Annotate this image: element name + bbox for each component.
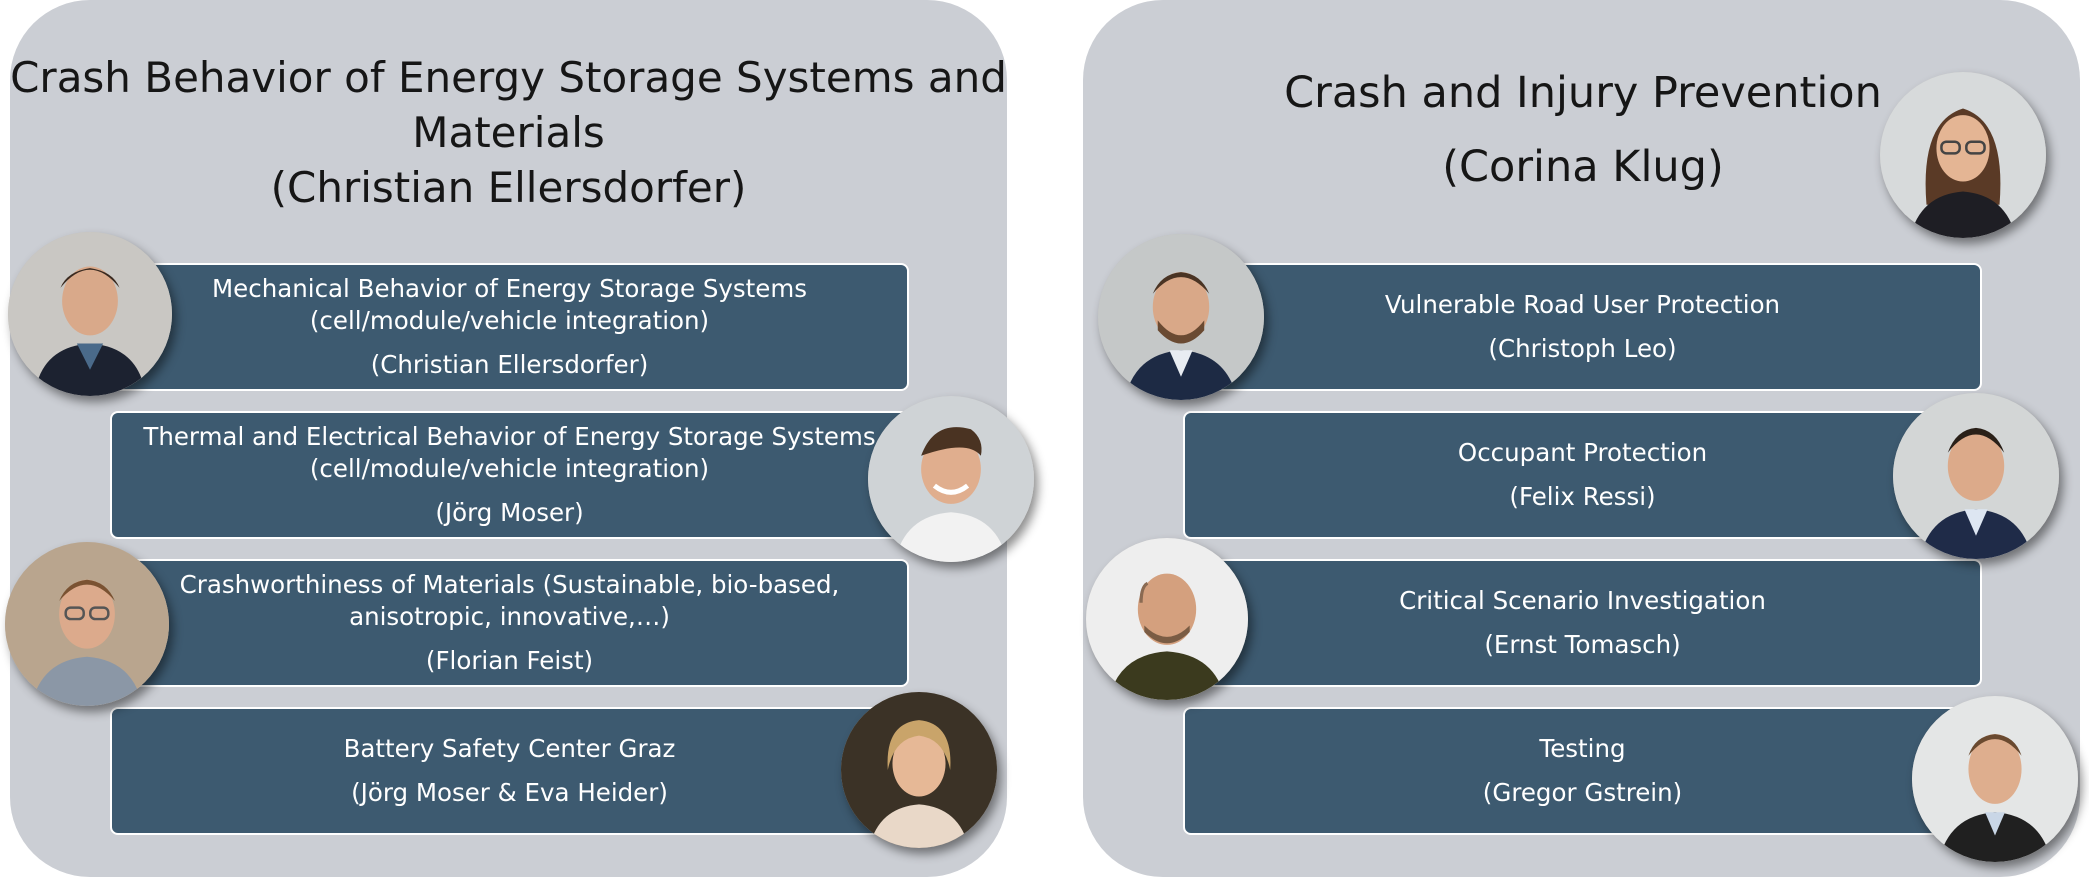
topic-person: (Florian Feist) — [425, 646, 594, 675]
portrait-photo-joerg-moser — [868, 396, 1034, 562]
topic-person: (Jörg Moser & Eva Heider) — [351, 778, 668, 807]
topic-box-mechanical-behavior: Mechanical Behavior of Energy Storage Sy… — [110, 263, 909, 391]
portrait-photo-felix-ressi — [1893, 393, 2059, 559]
topic-box-occupant-protection: Occupant Protection (Felix Ressi) — [1183, 411, 1982, 539]
topic-box-testing: Testing (Gregor Gstrein) — [1183, 707, 1982, 835]
topic-title: Testing — [1539, 734, 1626, 763]
topic-person: (Jörg Moser) — [435, 498, 584, 527]
topic-person: (Felix Ressi) — [1509, 482, 1656, 511]
left-group-head: (Christian Ellersdorfer) — [270, 163, 747, 212]
right-group-title: Crash and Injury Prevention — [1284, 68, 1882, 118]
portrait-photo-florian-feist — [5, 542, 169, 706]
topic-title: Occupant Protection — [1457, 438, 1708, 467]
topic-box-critical-scenario: Critical Scenario Investigation (Ernst T… — [1183, 559, 1982, 687]
topic-person: (Gregor Gstrein) — [1482, 778, 1683, 807]
topic-box-crashworthiness-materials: Crashworthiness of Materials (Sustainabl… — [110, 559, 909, 687]
topic-box-vru-protection: Vulnerable Road User Protection (Christo… — [1183, 263, 1982, 391]
topic-title: Battery Safety Center Graz — [343, 734, 676, 763]
topic-box-battery-safety-center: Battery Safety Center Graz (Jörg Moser &… — [110, 707, 909, 835]
portrait-photo-gregor-gstrein — [1912, 696, 2078, 862]
topic-title: Mechanical Behavior of Energy Storage Sy… — [212, 274, 807, 335]
portrait-photo-corina-klug — [1880, 72, 2046, 238]
topic-title: Critical Scenario Investigation — [1399, 586, 1766, 615]
right-group-head: (Corina Klug) — [1442, 142, 1724, 192]
topic-person: (Christoph Leo) — [1488, 334, 1677, 363]
portrait-photo-christoph-leo — [1098, 234, 1264, 400]
topic-title: Thermal and Electrical Behavior of Energ… — [143, 422, 876, 483]
topic-title: Vulnerable Road User Protection — [1384, 290, 1781, 319]
portrait-photo-eva-heider — [841, 692, 997, 848]
portrait-photo-ernst-tomasch — [1086, 538, 1248, 700]
topic-person: (Christian Ellersdorfer) — [370, 350, 649, 379]
portrait-photo-christian-ellersdorfer — [8, 232, 172, 396]
topic-title: Crashworthiness of Materials (Sustainabl… — [179, 570, 840, 631]
topic-person: (Ernst Tomasch) — [1484, 630, 1681, 659]
left-group-title: Crash Behavior of Energy Storage Systems… — [10, 53, 1007, 157]
topic-box-thermal-electrical: Thermal and Electrical Behavior of Energ… — [110, 411, 909, 539]
